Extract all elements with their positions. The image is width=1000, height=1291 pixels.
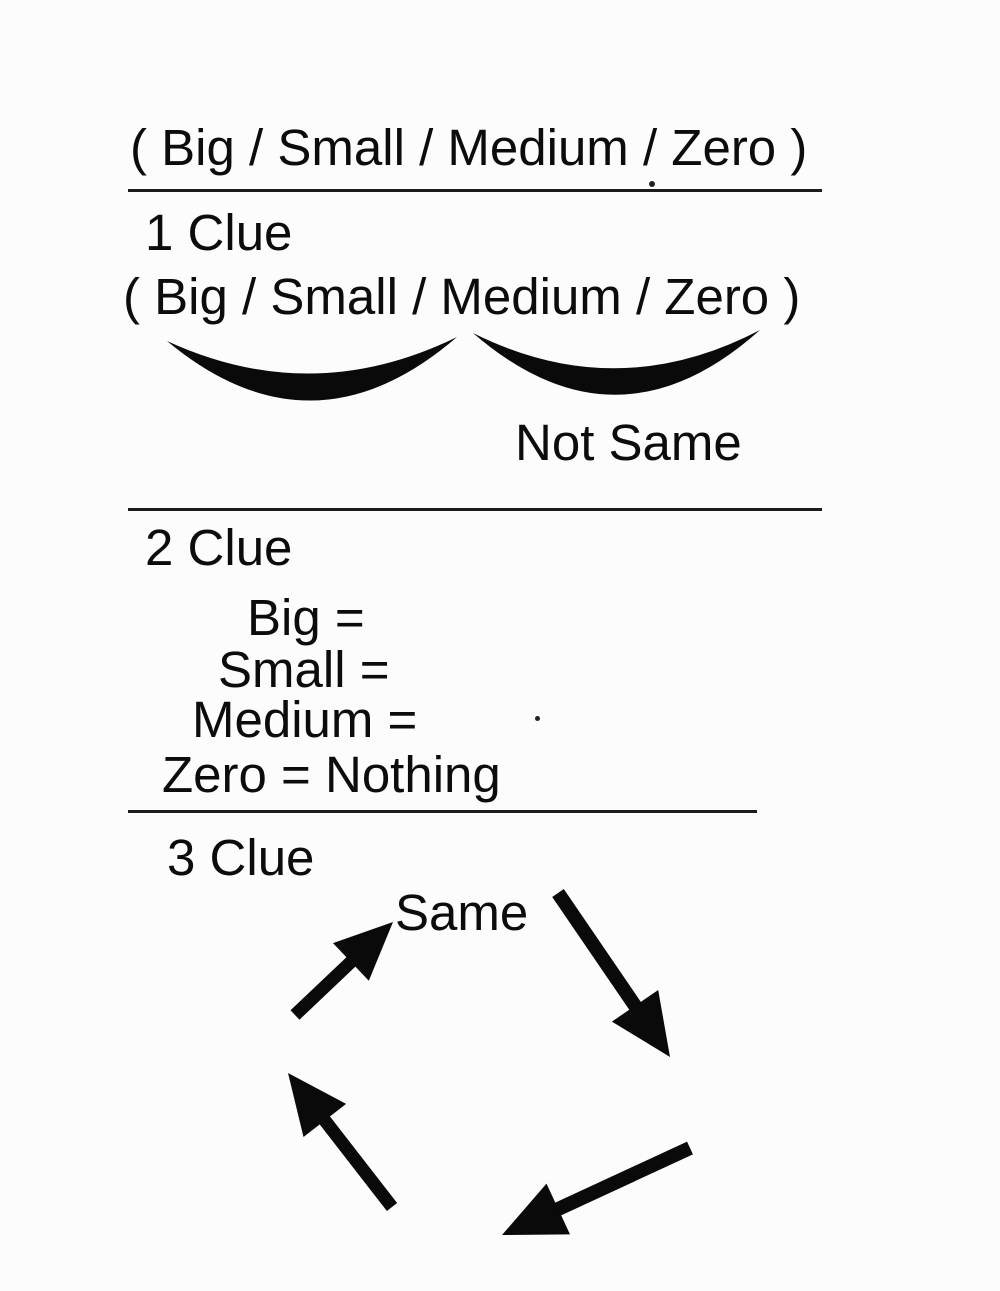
cycle-arrow-down-left-head	[502, 1183, 570, 1235]
cycle-arrow-down-right-head	[611, 990, 670, 1057]
cycle-arrow-up-right-icon	[290, 922, 393, 1020]
clue1-heading: 1 Clue	[145, 204, 293, 261]
cycle-arrow-down-right-icon	[552, 889, 670, 1057]
cycle-arrow-up-left-shaft	[312, 1106, 398, 1211]
cycle-arrow-down-left-icon	[502, 1141, 693, 1235]
clue1-not-same-label: Not Same	[515, 414, 742, 471]
cycle-arrow-down-left-shaft	[544, 1141, 693, 1221]
swoosh-underline-right-icon	[473, 330, 760, 395]
stray-dot-top	[649, 181, 655, 187]
divider-3	[128, 810, 757, 813]
cycle-arrow-up-left-head	[288, 1073, 347, 1137]
stray-dot-middle	[535, 716, 540, 721]
cycle-same-label: Same	[395, 884, 529, 941]
cycle-arrow-down-right-shaft	[552, 889, 648, 1020]
definition-zero: Zero = Nothing	[162, 746, 501, 803]
cycle-arrow-up-left-icon	[288, 1073, 398, 1211]
swoosh-underline-left-icon	[167, 337, 457, 401]
definition-big: Big =	[247, 589, 365, 646]
divider-1	[128, 189, 822, 192]
clue1-options-line: ( Big / Small / Medium / Zero )	[123, 268, 801, 325]
options-line-top: ( Big / Small / Medium / Zero )	[130, 119, 808, 176]
clue3-heading: 3 Clue	[167, 829, 315, 886]
definition-small: Small =	[218, 641, 390, 698]
divider-2	[128, 508, 822, 511]
clue2-heading: 2 Clue	[145, 519, 293, 576]
cycle-arrow-up-right-head	[333, 922, 393, 981]
cycle-arrow-up-right-shaft	[290, 948, 365, 1020]
definition-medium: Medium =	[192, 691, 418, 748]
